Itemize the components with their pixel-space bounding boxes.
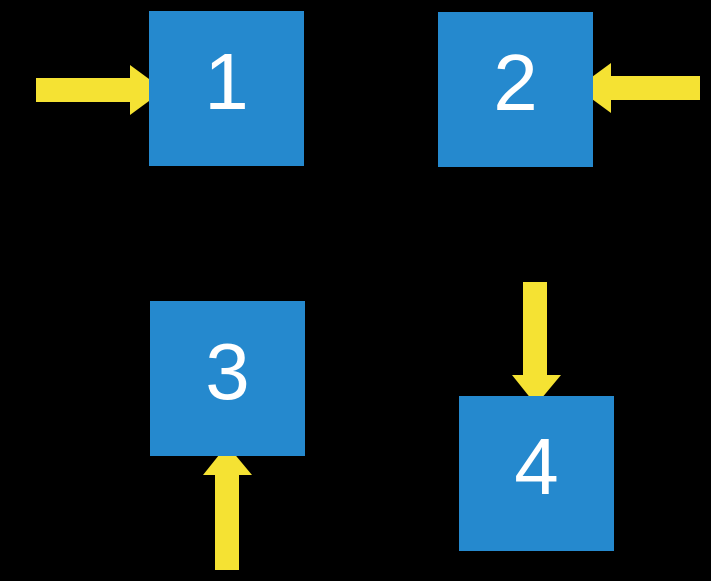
arrow-left-icon bbox=[577, 63, 700, 113]
square-2[interactable]: 2 bbox=[438, 12, 593, 167]
arrow-right-icon bbox=[36, 65, 164, 115]
square-4[interactable]: 4 bbox=[459, 396, 614, 551]
arrow-down-icon bbox=[512, 282, 561, 405]
square-2-label: 2 bbox=[493, 37, 538, 127]
square-1-label: 1 bbox=[204, 36, 249, 126]
square-3-label: 3 bbox=[205, 326, 250, 416]
square-3[interactable]: 3 bbox=[150, 301, 305, 456]
square-1[interactable]: 1 bbox=[149, 11, 304, 166]
square-4-label: 4 bbox=[514, 421, 559, 511]
arrow-up-icon bbox=[203, 445, 252, 570]
